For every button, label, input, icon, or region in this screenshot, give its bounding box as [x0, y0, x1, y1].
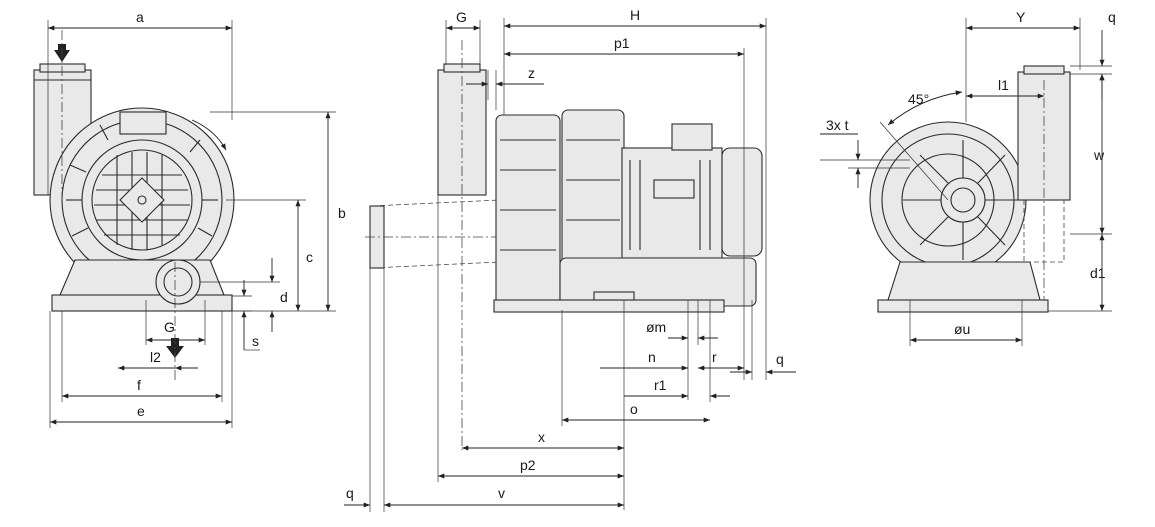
motor-fan-cover [721, 147, 763, 257]
dim-label-f: f [137, 377, 141, 393]
rear-view [820, 18, 1112, 346]
dim-label-w: w [1093, 147, 1105, 163]
dim-label-e: e [137, 403, 145, 419]
dim-label-d: d [280, 289, 288, 305]
dim-label-s: s [252, 333, 259, 349]
dim-label-z: z [528, 65, 535, 81]
outlet-flange [155, 259, 201, 305]
dim-label-x: x [538, 429, 545, 445]
dim-label-angle: 45° [908, 91, 929, 107]
dim-label-v: v [498, 485, 505, 501]
dim-label-g-front: G [164, 319, 175, 335]
dim-label-g-side: G [456, 9, 467, 25]
dim-label-n: n [648, 349, 656, 365]
blower-stage-1 [495, 114, 561, 311]
dim-label-d1: d1 [1090, 265, 1106, 281]
dim-label-q-bottom: q [346, 485, 354, 501]
rotation-arrow [191, 119, 227, 151]
dim-label-h: H [630, 7, 640, 23]
side-base-cylinder [559, 257, 757, 307]
front-view [33, 20, 336, 428]
housing-spokes [66, 124, 218, 237]
dim-label-l1: l1 [998, 77, 1009, 93]
dim-label-q-rear: q [1108, 9, 1116, 25]
motor-fins [629, 160, 711, 250]
dim-label-b: b [338, 205, 346, 221]
dim-label-u: øu [954, 321, 970, 337]
dim-label-r: r [712, 349, 717, 365]
dim-label-holes: 3x t [826, 117, 849, 133]
dim-label-o: o [630, 401, 638, 417]
side-view [344, 18, 796, 512]
dim-label-c: c [306, 249, 313, 265]
angle-arc [887, 90, 963, 126]
dim-label-r1: r1 [654, 377, 667, 393]
dim-label-q-side: q [776, 351, 784, 367]
dim-label-y: Y [1016, 9, 1026, 25]
terminal-box [671, 123, 713, 151]
dim-label-p1: p1 [614, 35, 630, 51]
center-diamond [119, 177, 165, 223]
dim-label-p2: p2 [520, 457, 536, 473]
rear-spokes [903, 140, 1022, 260]
dim-label-a: a [136, 9, 144, 25]
outlet-pipe-outline [371, 199, 501, 269]
motor-body [621, 147, 723, 259]
dim-label-l2: l2 [150, 349, 161, 365]
rear-base [887, 261, 1041, 301]
dim-label-m: øm [646, 319, 666, 335]
